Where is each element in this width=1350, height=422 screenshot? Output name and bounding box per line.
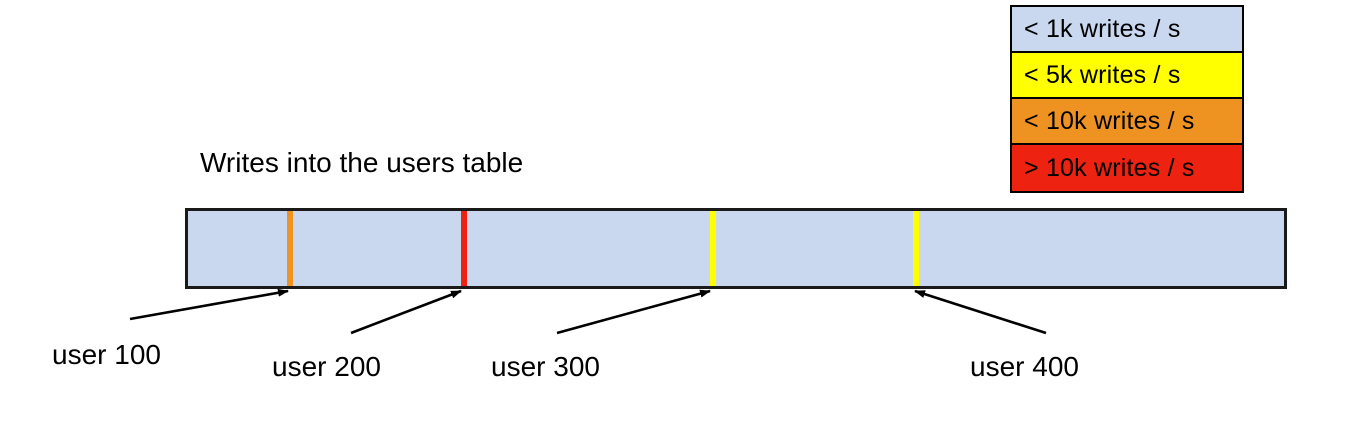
bar-marker-user-400 [913, 211, 919, 286]
legend-row-gt-10k: > 10k writes / s [1012, 145, 1242, 191]
label-user-200: user 200 [272, 351, 381, 382]
label-user-300: user 300 [491, 351, 600, 382]
bar-marker-user-300 [710, 211, 716, 286]
arrow-user-100 [129, 288, 289, 321]
users-table-bar [185, 208, 1287, 289]
bar-marker-user-200 [461, 211, 467, 286]
arrow-user-400 [914, 289, 1047, 335]
legend-row-lt-10k: < 10k writes / s [1012, 99, 1242, 145]
arrow-user-200 [350, 289, 462, 335]
legend-label-lt-5k: < 5k writes / s [1024, 60, 1181, 89]
diagram-title: Writes into the users table [200, 147, 524, 178]
arrow-user-300 [556, 289, 711, 335]
label-user-400: user 400 [970, 351, 1079, 382]
writes-legend: < 1k writes / s < 5k writes / s < 10k wr… [1010, 5, 1244, 193]
label-user-100: user 100 [52, 339, 161, 370]
bar-marker-user-100 [287, 211, 293, 286]
legend-row-lt-5k: < 5k writes / s [1012, 53, 1242, 99]
legend-label-lt-1k: < 1k writes / s [1024, 14, 1181, 43]
legend-row-lt-1k: < 1k writes / s [1012, 7, 1242, 53]
legend-label-lt-10k: < 10k writes / s [1024, 106, 1195, 135]
legend-label-gt-10k: > 10k writes / s [1024, 153, 1195, 182]
